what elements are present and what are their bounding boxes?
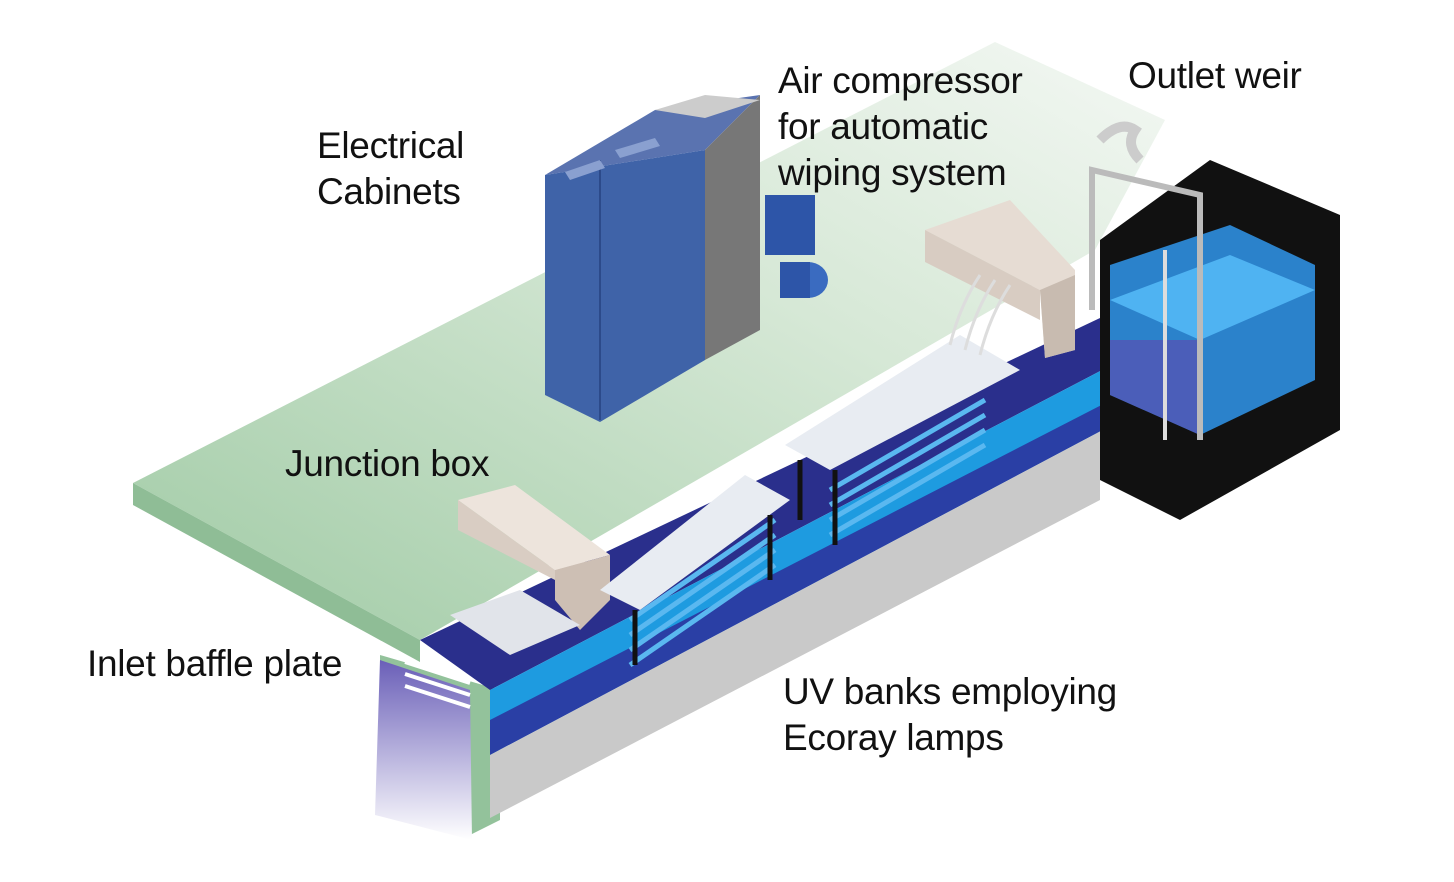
uv-bank-2 bbox=[785, 274, 1020, 545]
label-junction-box: Junction box bbox=[285, 443, 490, 484]
label-inlet-baffle-plate: Inlet baffle plate bbox=[87, 643, 343, 684]
junction-box bbox=[450, 485, 610, 655]
label-outlet-weir: Outlet weir bbox=[1128, 55, 1302, 96]
electrical-cabinets bbox=[545, 95, 760, 422]
air-compressor bbox=[765, 195, 828, 298]
outlet-weir bbox=[1089, 121, 1203, 440]
label-line: for automatic bbox=[778, 106, 988, 147]
label-electrical-cabinets: Electrical Cabinets bbox=[317, 123, 464, 215]
junction-box-far bbox=[925, 200, 1075, 358]
outlet-chamber bbox=[1100, 160, 1340, 520]
uv-bank-1 bbox=[600, 475, 790, 668]
label-line: Air compressor bbox=[778, 60, 1023, 101]
uv-channel bbox=[420, 318, 1150, 818]
label-line: wiping system bbox=[778, 152, 1007, 193]
label-line: Ecoray lamps bbox=[783, 717, 1004, 758]
label-uv-banks: UV banks employing Ecoray lamps bbox=[783, 669, 1117, 761]
label-air-compressor: Air compressor for automatic wiping syst… bbox=[778, 58, 1023, 196]
label-line: Cabinets bbox=[317, 171, 461, 212]
inlet-water bbox=[375, 660, 472, 840]
inlet-baffle-plate bbox=[404, 660, 471, 709]
label-line: Electrical bbox=[317, 125, 465, 166]
label-line: UV banks employing bbox=[783, 671, 1117, 712]
